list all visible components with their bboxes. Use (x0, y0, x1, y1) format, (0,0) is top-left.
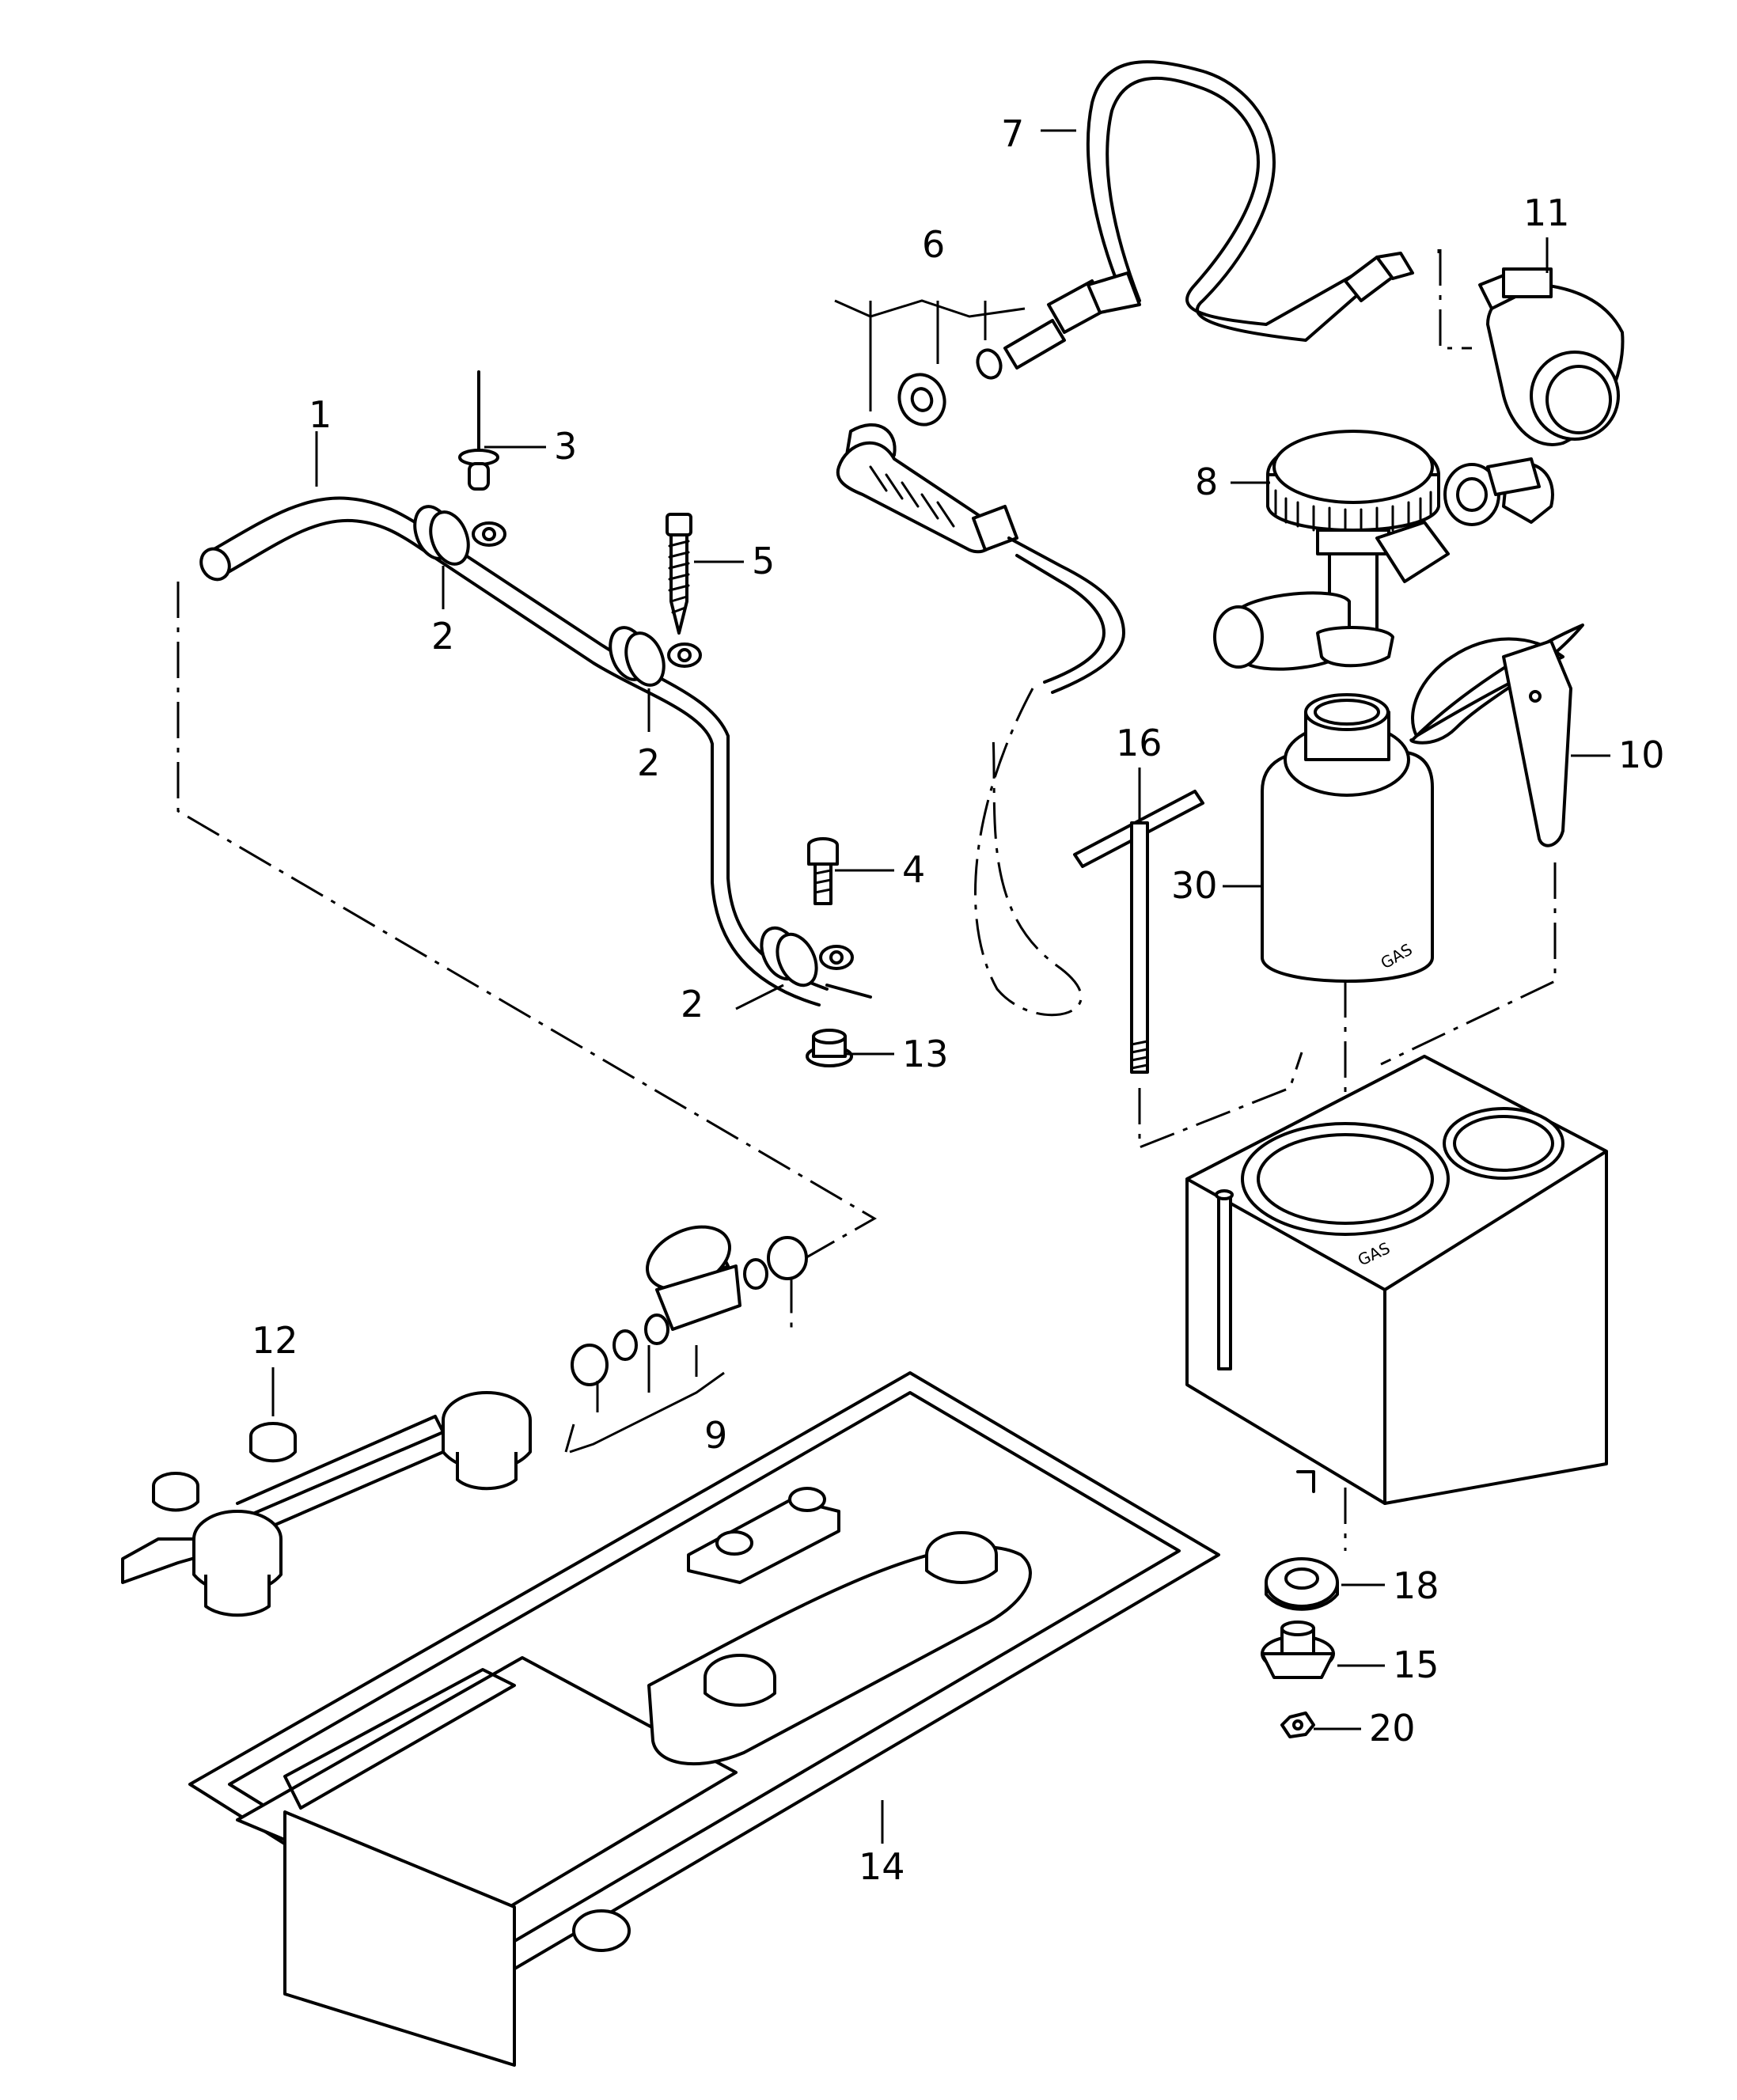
callout-14: 14 (859, 1845, 905, 1888)
callout-numbers: 1 2 2 2 3 4 5 6 7 8 9 10 11 12 13 14 15 … (252, 112, 1665, 1888)
burner-taps-12 (121, 1391, 532, 1617)
bolt-4 (807, 837, 839, 905)
callout-2c: 2 (681, 983, 704, 1025)
pipe-clamp-2c (760, 926, 872, 999)
flexible-hose-7 (1003, 60, 1414, 370)
callout-2a: 2 (431, 615, 454, 658)
sink-hob-unit-14 (188, 1371, 1220, 2067)
callout-13: 13 (902, 1033, 949, 1075)
valve-knob-8 (1213, 430, 1450, 671)
flange-nut-13 (806, 1029, 853, 1067)
callout-11: 11 (1523, 191, 1570, 234)
callout-12: 12 (252, 1319, 298, 1362)
callout-15: 15 (1393, 1643, 1439, 1686)
foot-15 (1261, 1620, 1335, 1679)
shutoff-valve-9 (571, 1225, 808, 1386)
callout-6: 6 (922, 223, 945, 266)
callout-8: 8 (1195, 461, 1218, 503)
callout-4: 4 (902, 848, 925, 891)
t-bolt-16 (1073, 790, 1204, 1074)
callout-18: 18 (1393, 1564, 1439, 1607)
leader-lines (271, 129, 1610, 1844)
callout-1: 1 (309, 393, 332, 436)
pipe-clamp-2a (413, 505, 506, 566)
washer-18 (1265, 1557, 1339, 1611)
gas-bottle-30: GAS (1261, 693, 1434, 983)
pressure-regulator-11 (1443, 267, 1625, 526)
bottle-box: GAS (1185, 1055, 1608, 1505)
callout-5: 5 (752, 540, 775, 582)
callout-16: 16 (1116, 722, 1162, 764)
pipe-clamp-2b (609, 626, 702, 687)
callout-7: 7 (1001, 112, 1024, 155)
lever-handle-10 (1409, 624, 1584, 847)
callout-20: 20 (1369, 1707, 1416, 1749)
callout-2b: 2 (637, 741, 660, 784)
callout-30: 30 (1171, 864, 1218, 907)
wood-screw-5 (666, 513, 692, 635)
nut-20 (1280, 1711, 1315, 1738)
callout-10: 10 (1618, 733, 1665, 776)
pipe-end-left (199, 547, 231, 582)
fitting-set-6 (836, 348, 1125, 694)
callout-3: 3 (554, 425, 577, 468)
gas-pipe-1 (199, 496, 829, 1006)
callout-9: 9 (704, 1414, 727, 1457)
rivet-3 (458, 370, 499, 491)
